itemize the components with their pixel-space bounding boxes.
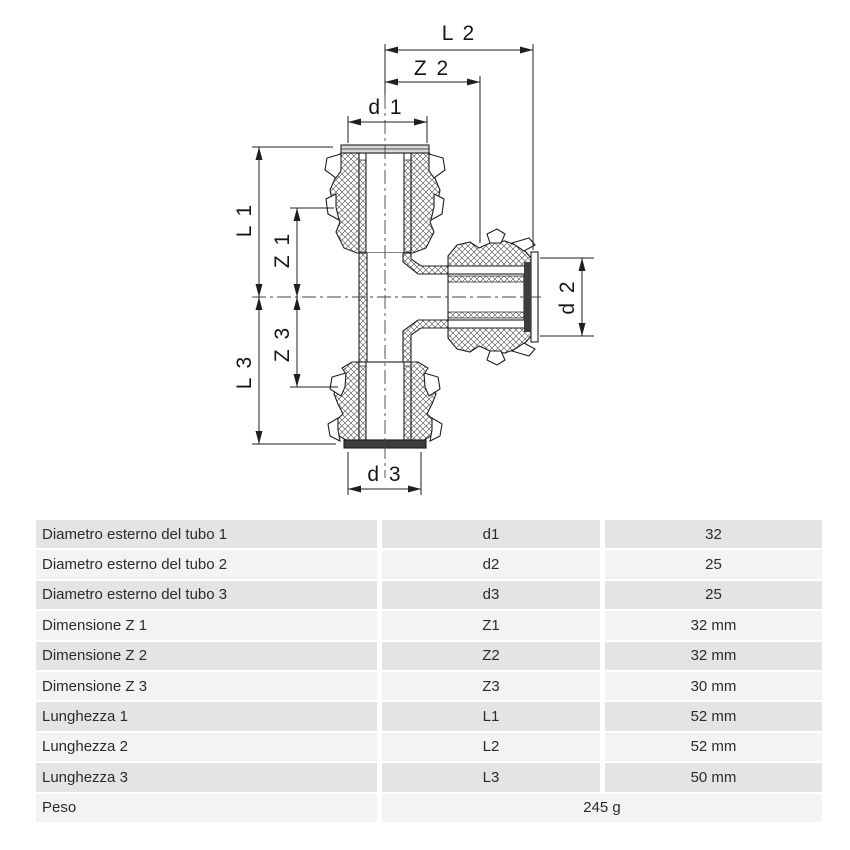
row-symbol: L2 — [382, 732, 600, 762]
row-symbol: Z1 — [382, 611, 600, 640]
fitting-drawing — [324, 144, 539, 449]
label-d1: d 1 — [368, 96, 403, 119]
row-value: 25 — [605, 550, 822, 579]
row-description: Diametro esterno del tubo 2 — [36, 550, 377, 579]
row-description: Diametro esterno del tubo 3 — [36, 580, 377, 610]
row-symbol: Z3 — [382, 671, 600, 701]
row-symbol: d2 — [382, 550, 600, 579]
dim-d2 — [540, 257, 594, 337]
row-value: 52 mm — [605, 732, 822, 762]
row-symbol: L3 — [382, 763, 600, 792]
row-description: Dimensione Z 1 — [36, 611, 377, 640]
label-d3: d 3 — [367, 463, 402, 486]
row-description: Dimensione Z 2 — [36, 641, 377, 670]
row-symbol: Z2 — [382, 641, 600, 670]
body-tube — [358, 252, 449, 363]
dim-d3 — [347, 452, 422, 495]
row-description: Lunghezza 3 — [36, 763, 377, 792]
dim-L1 — [252, 146, 333, 297]
label-L2: L 2 — [442, 22, 476, 45]
label-d2: d 2 — [556, 279, 579, 314]
label-Z3: Z 3 — [271, 326, 294, 362]
row-value: 25 — [605, 580, 822, 610]
row-description: Lunghezza 1 — [36, 702, 377, 731]
row-value: 32 — [605, 520, 822, 549]
row-symbol: d3 — [382, 580, 600, 610]
centerlines — [252, 95, 545, 478]
row-description: Lunghezza 2 — [36, 732, 377, 762]
dim-Z2 — [385, 76, 481, 243]
label-Z1: Z 1 — [271, 232, 294, 268]
row-description: Dimensione Z 3 — [36, 671, 377, 701]
row-symbol: L1 — [382, 702, 600, 731]
top-press-connector — [324, 144, 446, 254]
row-description: Peso — [36, 793, 377, 822]
row-value: 30 mm — [605, 671, 822, 701]
row-value-merged: 245 g — [382, 793, 822, 822]
label-L1: L 1 — [233, 203, 256, 237]
label-L3: L 3 — [233, 355, 256, 389]
dim-L2 — [384, 44, 534, 250]
tee-fitting-technical-drawing: L 2 Z 2 d 1 L 1 Z 1 Z 3 L 3 d 2 d 3 — [233, 22, 594, 495]
row-value: 32 mm — [605, 611, 822, 640]
row-value: 32 mm — [605, 641, 822, 670]
row-value: 52 mm — [605, 702, 822, 731]
dim-Z3 — [290, 297, 338, 388]
dimension-labels: L 2 Z 2 d 1 L 1 Z 1 Z 3 L 3 d 2 d 3 — [233, 22, 579, 486]
row-description: Diametro esterno del tubo 1 — [36, 520, 377, 549]
label-Z2: Z 2 — [414, 57, 450, 80]
dimension-lines — [252, 44, 594, 495]
dim-Z1 — [290, 207, 334, 297]
dim-d1 — [347, 116, 428, 143]
row-symbol: d1 — [382, 520, 600, 549]
dim-L3 — [252, 297, 336, 445]
row-value: 50 mm — [605, 763, 822, 792]
